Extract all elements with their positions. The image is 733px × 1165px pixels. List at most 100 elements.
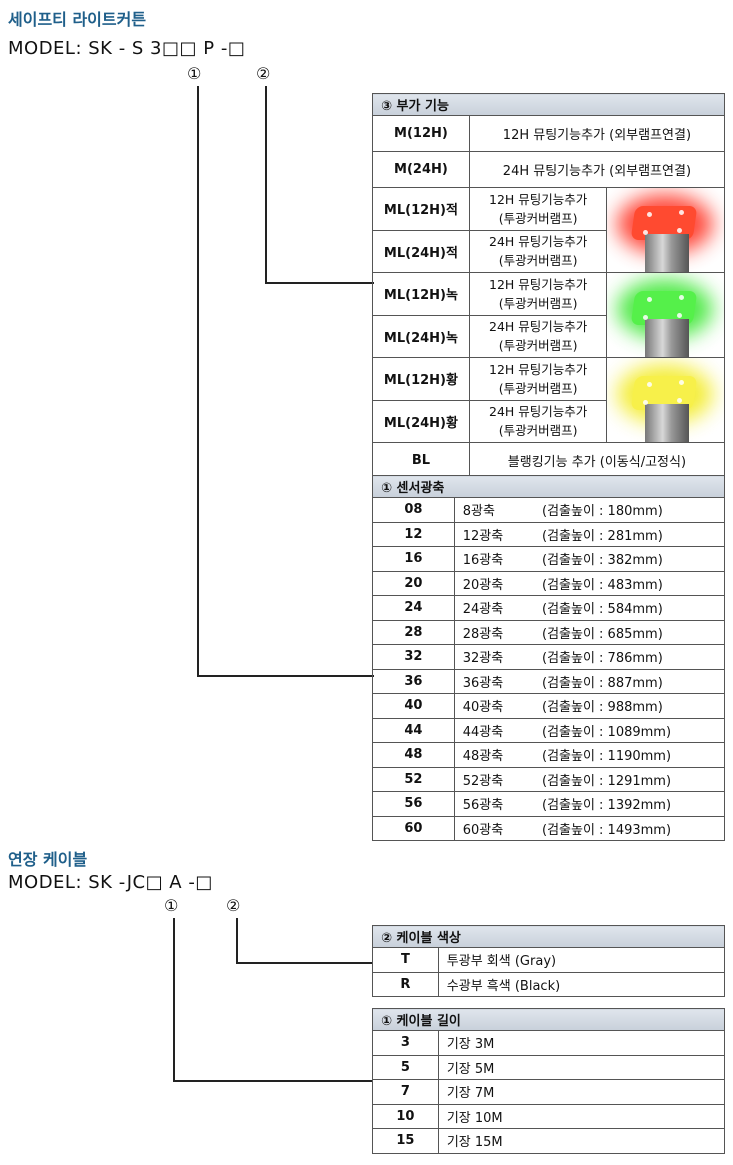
cable-color-code: R: [372, 971, 439, 997]
addon-desc-line1: 12H 뮤팅기능추가: [489, 361, 588, 377]
addon-code: ML(12H)적: [372, 187, 470, 231]
cable-length-code: 5: [372, 1054, 439, 1080]
addon-desc: 12H 뮤팅기능추가 (외부램프연결): [468, 115, 726, 152]
addon-code: M(12H): [372, 115, 470, 152]
addon-code: ML(24H)녹: [372, 314, 470, 358]
axis-name: 28광축: [453, 619, 534, 645]
cable-connector-1-horizontal: [173, 1080, 373, 1082]
axis-name: 48광축: [453, 742, 534, 768]
addon-desc: 12H 뮤팅기능추가(투광커버램프): [468, 357, 608, 401]
axis-name: 8광축: [453, 497, 534, 523]
addon-desc-line2: (투광커버램프): [498, 338, 578, 354]
addon-desc-line2: (투광커버램프): [498, 253, 578, 269]
safety-section-title: 세이프티 라이트커튼: [8, 10, 147, 29]
axis-name: 44광축: [453, 717, 534, 743]
cable-length-desc: 기장 15M: [437, 1128, 726, 1154]
addon-desc: 12H 뮤팅기능추가 (투광커버램프): [468, 187, 608, 231]
cable-marker-1: ①: [164, 896, 179, 915]
addon-code: ML(24H)황: [372, 399, 470, 443]
axis-detect-height: (검출높이 : 1291mm): [534, 766, 725, 792]
cable-length-desc: 기장 3M: [437, 1030, 726, 1056]
axis-name: 40광축: [453, 693, 534, 719]
axis-code: 36: [372, 668, 455, 694]
axis-code: 12: [372, 521, 455, 547]
green-lamp-image: [606, 272, 725, 358]
axis-code: 08: [372, 497, 455, 523]
axis-table-header: ① 센서광축: [372, 475, 725, 498]
cable-length-code: 15: [372, 1128, 439, 1154]
axis-code: 44: [372, 717, 455, 743]
axis-detect-height: (검출높이 : 786mm): [534, 644, 725, 670]
axis-detect-height: (검출높이 : 685mm): [534, 619, 725, 645]
axis-detect-height: (검출높이 : 1089mm): [534, 717, 725, 743]
axis-detect-height: (검출높이 : 281mm): [534, 521, 725, 547]
addon-desc-line1: 12H 뮤팅기능추가: [489, 191, 588, 207]
addon-desc: 24H 뮤팅기능추가(투광커버램프): [468, 229, 608, 273]
axis-name: 56광축: [453, 791, 534, 817]
addon-table-header: ③ 부가 기능: [372, 93, 725, 116]
addon-desc-line1: 12H 뮤팅기능추가: [489, 276, 588, 292]
cable-connector-2-vertical: [236, 918, 238, 964]
addon-code: BL: [372, 442, 470, 479]
cable-length-desc: 기장 7M: [437, 1079, 726, 1105]
addon-function-table: ③ 부가 기능 M(12H) 12H 뮤팅기능추가 (외부램프연결) M(24H…: [372, 93, 726, 479]
addon-desc: 블랭킹기능 추가 (이동식/고정식): [468, 442, 726, 479]
axis-code: 24: [372, 595, 455, 621]
cable-model-code: MODEL: SK -JC□ A -□: [8, 872, 213, 893]
axis-detect-height: (검출높이 : 1190mm): [534, 742, 725, 768]
axis-name: 32광축: [453, 644, 534, 670]
axis-code: 48: [372, 742, 455, 768]
addon-desc: 24H 뮤팅기능추가 (외부램프연결): [468, 151, 726, 188]
addon-code: ML(24H)적: [372, 229, 470, 273]
axis-detect-height: (검출높이 : 887mm): [534, 668, 725, 694]
cable-color-desc: 투광부 회색 (Gray): [437, 947, 726, 973]
addon-desc-line2: (투광커버램프): [498, 210, 578, 226]
connector-line-1-vertical: [197, 86, 199, 677]
cable-marker-2: ②: [226, 896, 241, 915]
connector-line-2-vertical: [265, 86, 267, 284]
addon-desc-line2: (투광커버램프): [498, 423, 578, 439]
safety-marker-2: ②: [256, 64, 271, 83]
yellow-lamp-image: [606, 357, 725, 443]
axis-name: 12광축: [453, 521, 534, 547]
axis-name: 52광축: [453, 766, 534, 792]
axis-detect-height: (검출높이 : 584mm): [534, 595, 725, 621]
axis-name: 36광축: [453, 668, 534, 694]
addon-code: ML(12H)황: [372, 357, 470, 401]
lamp-green-icon: [607, 273, 724, 357]
axis-name: 20광축: [453, 570, 534, 596]
cable-length-code: 7: [372, 1079, 439, 1105]
connector-line-2-horizontal: [265, 282, 374, 284]
cable-section-title: 연장 케이블: [8, 850, 88, 869]
axis-detect-height: (검출높이 : 1493mm): [534, 815, 725, 841]
addon-desc: 24H 뮤팅기능추가(투광커버램프): [468, 399, 608, 443]
axis-code: 28: [372, 619, 455, 645]
cable-length-desc: 기장 5M: [437, 1054, 726, 1080]
connector-line-1-horizontal: [197, 675, 374, 677]
safety-marker-1: ①: [187, 64, 202, 83]
cable-connector-2-horizontal: [236, 962, 373, 964]
axis-code: 40: [372, 693, 455, 719]
cable-length-code: 3: [372, 1030, 439, 1056]
axis-name: 60광축: [453, 815, 534, 841]
axis-code: 16: [372, 546, 455, 572]
lamp-yellow-icon: [607, 358, 724, 442]
